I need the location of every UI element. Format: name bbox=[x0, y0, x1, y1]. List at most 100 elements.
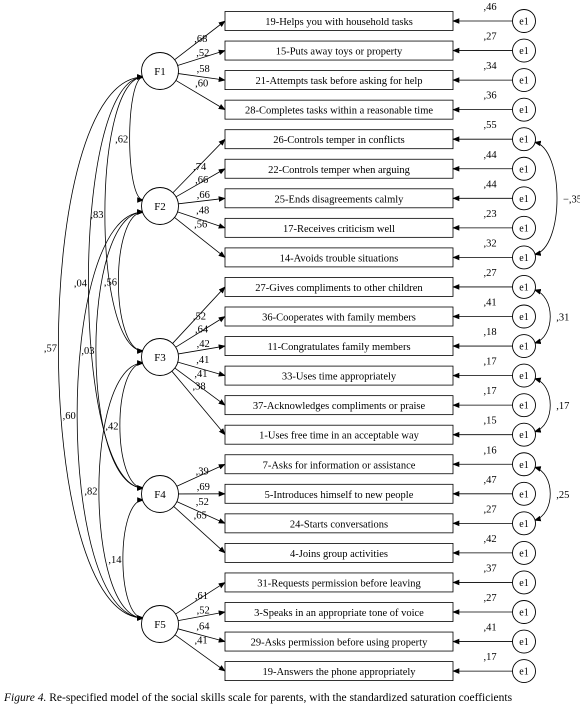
loading-path bbox=[175, 582, 226, 615]
error-label: e1 bbox=[519, 164, 528, 175]
loading-path bbox=[176, 501, 226, 524]
residual-value: ,46 bbox=[483, 2, 496, 13]
indicator-label: 24-Starts conversations bbox=[290, 519, 388, 530]
indicator-label: 4-Joins group activities bbox=[290, 549, 388, 560]
correlation-value: ,57 bbox=[44, 344, 57, 355]
loading-path bbox=[178, 610, 226, 622]
error-label: e1 bbox=[519, 489, 528, 500]
indicator-label: 15-Puts away toys or property bbox=[276, 47, 403, 58]
residual-value: ,17 bbox=[483, 357, 496, 368]
error-label: e1 bbox=[519, 548, 528, 559]
loading-path bbox=[178, 344, 226, 355]
indicator-label: 36-Cooperates with family members bbox=[262, 313, 416, 324]
correlation-value: ,42 bbox=[105, 422, 118, 433]
loading-value: ,52 bbox=[193, 312, 206, 323]
factor-label: F5 bbox=[154, 619, 166, 631]
loading-path bbox=[178, 73, 226, 82]
loading-value: ,52 bbox=[197, 606, 210, 617]
indicator-label: 19-Helps you with household tasks bbox=[265, 17, 413, 28]
loading-value: ,39 bbox=[196, 467, 209, 478]
factor-circle bbox=[141, 187, 179, 225]
indicator-label: 5-Introduces himself to new people bbox=[265, 490, 414, 501]
correlation-arc bbox=[95, 209, 145, 491]
covariance-arc bbox=[533, 289, 551, 344]
residual-value: ,41 bbox=[483, 623, 496, 634]
indicator-label: 25-Ends disagreements calmly bbox=[275, 194, 405, 205]
error-label: e1 bbox=[519, 460, 528, 471]
loading-path bbox=[177, 361, 226, 377]
loading-value: ,38 bbox=[192, 381, 205, 392]
correlation-value: ,03 bbox=[81, 346, 94, 357]
loading-value: ,66 bbox=[195, 175, 208, 186]
correlation-arc bbox=[118, 209, 145, 354]
factor-label: F4 bbox=[154, 489, 166, 501]
factor-circle bbox=[141, 52, 179, 90]
residual-value: ,18 bbox=[483, 327, 496, 338]
residual-value: ,44 bbox=[483, 150, 497, 161]
correlation-value: ,04 bbox=[74, 279, 88, 290]
error-label: e1 bbox=[519, 223, 528, 234]
loading-value: ,52 bbox=[196, 497, 209, 508]
correlation-value: ,83 bbox=[90, 210, 103, 221]
loading-value: ,58 bbox=[197, 64, 210, 75]
loading-path bbox=[172, 286, 226, 344]
residual-value: ,27 bbox=[483, 268, 496, 279]
indicator-label: 7-Asks for information or assistance bbox=[263, 460, 416, 471]
covariance-value: −,35 bbox=[563, 194, 580, 205]
loading-path bbox=[174, 217, 226, 258]
loading-value: ,69 bbox=[197, 482, 210, 493]
error-label: e1 bbox=[519, 282, 528, 293]
factor-circle bbox=[141, 605, 179, 643]
residual-value: ,17 bbox=[483, 386, 496, 397]
factor-label: F1 bbox=[154, 66, 166, 78]
covariance-value: ,17 bbox=[556, 401, 569, 412]
sem-path-diagram: ,62,83,04,57,56,03,60,42,82,14 −,35,31,1… bbox=[44, 2, 580, 684]
error-covariance-arcs: −,35,31,17,25 bbox=[533, 140, 580, 522]
error-label: e1 bbox=[519, 667, 528, 678]
loading-value: ,52 bbox=[196, 48, 209, 59]
figure-caption-text: Re-specified model of the social skills … bbox=[46, 692, 513, 704]
residual-value: ,32 bbox=[483, 238, 496, 249]
residual-value: ,27 bbox=[483, 504, 496, 515]
loading-value: ,64 bbox=[195, 324, 209, 335]
error-label: e1 bbox=[519, 17, 528, 28]
error-label: e1 bbox=[519, 194, 528, 205]
covariance-arc bbox=[533, 377, 551, 433]
residual-value: ,42 bbox=[483, 534, 496, 545]
correlation-arc bbox=[129, 74, 145, 203]
residual-value: ,47 bbox=[483, 475, 496, 486]
correlation-arc bbox=[57, 74, 145, 621]
error-label: e1 bbox=[519, 76, 528, 87]
loading-path bbox=[172, 138, 226, 194]
loading-value: ,66 bbox=[197, 190, 210, 201]
residual-value: ,17 bbox=[483, 652, 496, 663]
residual-value: ,44 bbox=[483, 179, 497, 190]
covariance-arc bbox=[533, 466, 551, 522]
indicator-label: 27-Gives compliments to other children bbox=[255, 283, 423, 294]
residual-value: ,27 bbox=[483, 593, 496, 604]
residual-value: ,15 bbox=[483, 416, 496, 427]
loading-value: ,61 bbox=[195, 591, 208, 602]
residual-value: ,41 bbox=[483, 298, 496, 309]
indicator-boxes: 19-Helps you with household tasks 15-Puts… bbox=[224, 11, 454, 681]
indicator-label: 26-Controls temper in conflicts bbox=[273, 135, 405, 146]
indicator-label: 21-Attempts task before asking for help bbox=[255, 76, 422, 87]
loading-path bbox=[175, 80, 226, 111]
error-label: e1 bbox=[519, 46, 528, 57]
loading-path bbox=[171, 370, 226, 436]
correlation-arc bbox=[119, 360, 145, 491]
loading-path bbox=[178, 196, 226, 205]
correlation-arc bbox=[122, 497, 145, 621]
error-label: e1 bbox=[519, 430, 528, 441]
error-label: e1 bbox=[519, 371, 528, 382]
loading-value: ,64 bbox=[196, 621, 210, 632]
loading-path bbox=[174, 634, 226, 672]
indicator-label: 1-Uses free time in an acceptable way bbox=[259, 431, 420, 442]
covariance-arc bbox=[533, 140, 558, 256]
factor-correlation-arcs: ,62,83,04,57,56,03,60,42,82,14 bbox=[44, 74, 145, 621]
indicator-label: 33-Uses time appropriately bbox=[282, 372, 397, 383]
residual-value: ,16 bbox=[483, 445, 496, 456]
loading-value: ,65 bbox=[194, 511, 207, 522]
loading-path bbox=[174, 20, 226, 61]
residual-value: ,36 bbox=[483, 91, 496, 102]
